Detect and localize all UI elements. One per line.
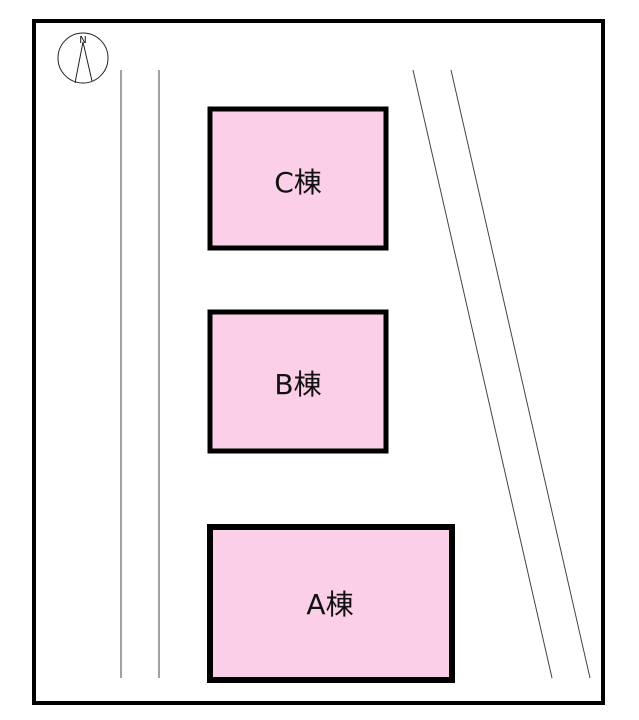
- building-c-label: C棟: [274, 166, 322, 199]
- compass-label: N: [79, 35, 86, 46]
- north-arrow-icon: N: [57, 32, 109, 84]
- road-line-diag-2: [450, 69, 591, 679]
- road-line-diag-1: [412, 69, 553, 679]
- building-c[interactable]: C棟: [207, 106, 389, 251]
- building-b-label: B棟: [274, 368, 321, 401]
- building-a-label: A棟: [306, 588, 353, 621]
- building-b[interactable]: B棟: [207, 309, 389, 454]
- building-a[interactable]: A棟: [207, 524, 455, 683]
